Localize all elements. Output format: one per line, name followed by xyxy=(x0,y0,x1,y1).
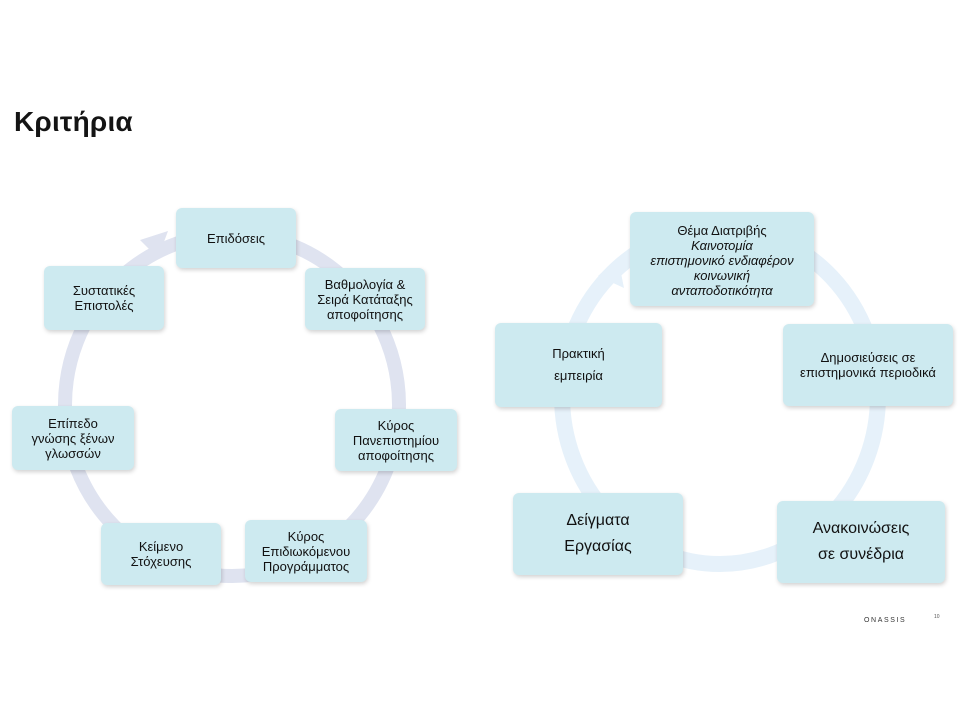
criterion-sublabel: ανταποδοτικότητα xyxy=(671,282,773,298)
criterion-label: Κείμενο xyxy=(138,539,184,554)
criterion-sublabel: επιστημονικό ενδιαφέρον xyxy=(650,252,794,268)
criterion-label: Πρακτική xyxy=(552,346,605,361)
criterion-label: Επίπεδο xyxy=(48,415,98,431)
criterion-sublabel: κοινωνική xyxy=(693,267,751,283)
criterion-work-samples: Δείγματα Εργασίας xyxy=(513,493,683,575)
criterion-journal-publications: Δημοσιεύσεις σε επιστημονικά περιοδικά xyxy=(783,324,953,406)
criterion-thesis-topic: Θέμα Διατριβής Καινοτομία επιστημονικό ε… xyxy=(630,212,814,306)
criterion-label: Θέμα Διατριβής xyxy=(677,222,767,238)
criterion-university-prestige: Κύρος Πανεπιστημίου αποφοίτησης xyxy=(335,409,457,471)
criterion-label: Δείγματα xyxy=(566,512,630,529)
criterion-label: αποφοίτησης xyxy=(327,306,403,322)
criterion-recommendation-letters: Συστατικές Επιστολές xyxy=(44,266,164,330)
criterion-label: Κύρος xyxy=(287,528,325,544)
criterion-label: γνώσης ξένων xyxy=(31,430,115,446)
criterion-label: Ανακοινώσεις xyxy=(812,520,910,537)
criterion-label: Συστατικές xyxy=(72,283,136,298)
left-cycle-arrowhead xyxy=(140,231,168,258)
criterion-label: Βαθμολογία & xyxy=(324,276,406,292)
criterion-label: σε συνέδρια xyxy=(817,546,905,563)
criterion-label: Δημοσιεύσεις σε xyxy=(820,350,916,365)
page-title: Κριτήρια xyxy=(14,106,133,137)
brand-logo: ONASSIS xyxy=(864,617,907,624)
criterion-sublabel: Καινοτομία xyxy=(691,237,753,253)
criterion-label: Στόχευσης xyxy=(130,554,192,569)
criterion-language-level: Επίπεδο γνώσης ξένων γλωσσών xyxy=(12,406,134,470)
criterion-statement-of-purpose: Κείμενο Στόχευσης xyxy=(101,523,221,585)
criterion-practical-experience: Πρακτική εμπειρία xyxy=(495,323,662,407)
page-number: 10 xyxy=(934,614,940,620)
criterion-label: Κύρος xyxy=(377,417,415,433)
criterion-label: Πανεπιστημίου xyxy=(352,432,440,448)
criterion-label: Προγράμματος xyxy=(262,558,350,574)
criterion-label: αποφοίτησης xyxy=(358,447,434,463)
criterion-performance: Επιδόσεις xyxy=(176,208,296,268)
criterion-program-prestige: Κύρος Επιδιωκόμενου Προγράμματος xyxy=(245,520,367,582)
criterion-label: Εργασίας xyxy=(564,538,632,555)
criterion-label: επιστημονικά περιοδικά xyxy=(800,365,936,380)
criterion-label: Επιστολές xyxy=(74,298,134,313)
right-cycle-arrowhead xyxy=(598,258,624,288)
criterion-label: Επιδιωκόμενου xyxy=(261,543,351,559)
criterion-label: Επιδόσεις xyxy=(207,230,265,246)
criterion-label: εμπειρία xyxy=(554,368,603,383)
criterion-label: Σειρά Κατάταξης xyxy=(317,291,413,307)
criterion-grade-ranking: Βαθμολογία & Σειρά Κατάταξης αποφοίτησης xyxy=(305,268,425,330)
criterion-label: γλωσσών xyxy=(45,445,101,461)
criterion-conference-presentations: Ανακοινώσεις σε συνέδρια xyxy=(777,501,945,583)
